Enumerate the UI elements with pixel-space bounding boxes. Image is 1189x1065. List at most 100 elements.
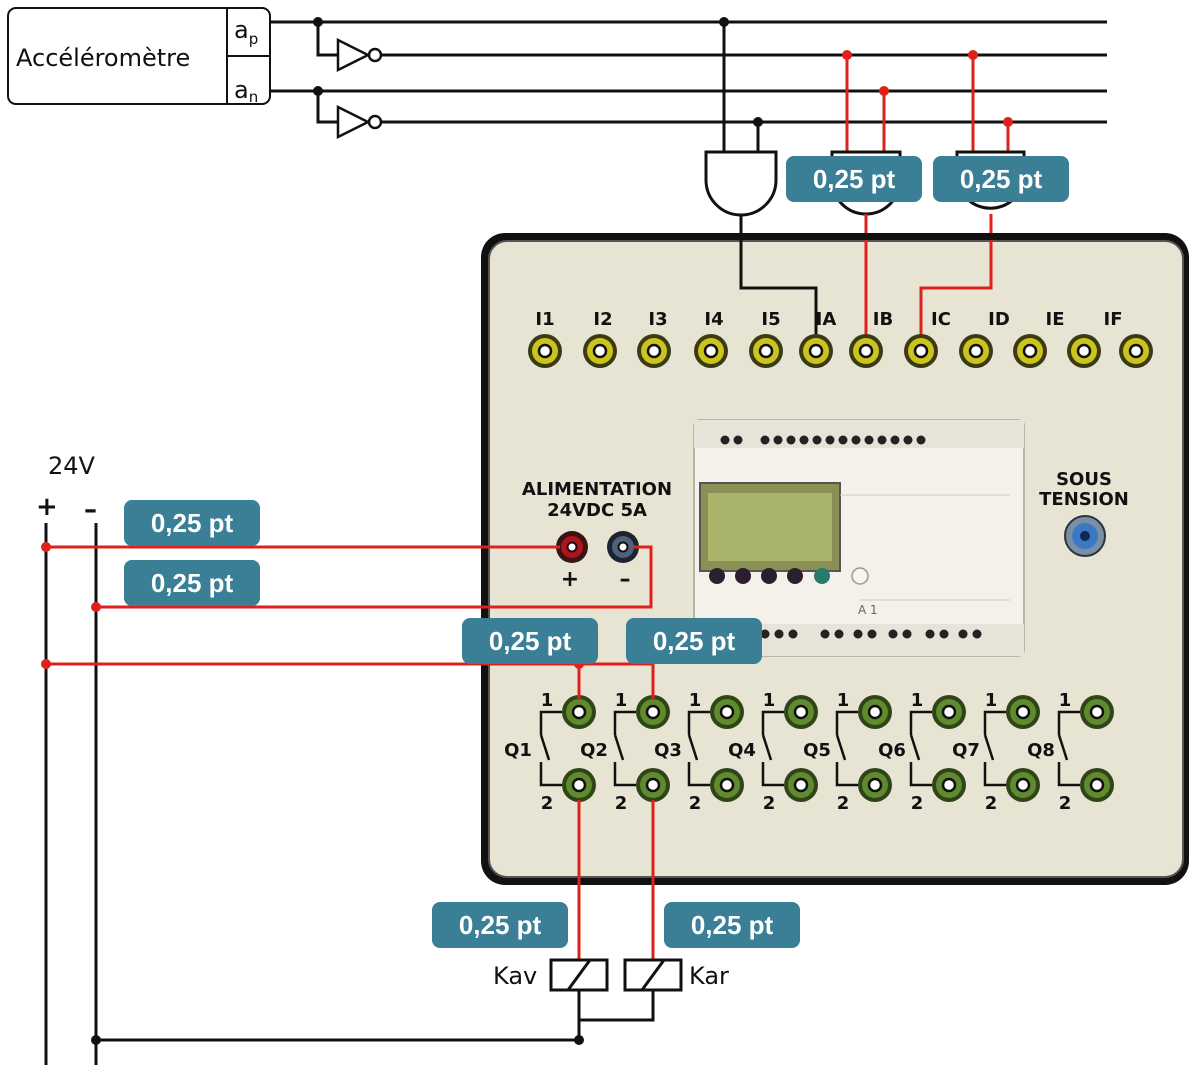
- contact-bottom-label: 2: [615, 793, 628, 814]
- score-badge: 0,25 pt: [664, 902, 800, 948]
- contact-top-label: 1: [615, 690, 628, 711]
- input-terminal-12: [1119, 334, 1153, 368]
- power-on-label-line2: TENSION: [1039, 489, 1129, 510]
- not-gate-an: [336, 104, 383, 140]
- output-contact-q7: 1 2 Q7: [952, 690, 1040, 814]
- input-label-ie: IE: [1046, 309, 1065, 330]
- output-label-q1: Q1: [504, 740, 532, 761]
- score-badge: 0,25 pt: [462, 618, 598, 664]
- input-label-i1: I1: [535, 309, 554, 330]
- power-terminal-minus: [607, 531, 639, 563]
- input-terminal-9: [959, 334, 993, 368]
- output-contact-q6: 1 2 Q6: [878, 690, 966, 814]
- accelerometer-label: Accéléromètre: [16, 44, 190, 72]
- input-terminal-11: [1067, 334, 1101, 368]
- input-terminal-2: [583, 334, 617, 368]
- input-terminal-3: [637, 334, 671, 368]
- contact-top-label: 1: [985, 690, 998, 711]
- input-terminals: I1 I2 I3 I4 I5 IA IB IC ID IE IF: [528, 309, 1153, 368]
- coil-kav-label: Kav: [493, 962, 537, 990]
- supply-voltage-label: 24V: [48, 452, 96, 480]
- output-label-q8: Q8: [1027, 740, 1055, 761]
- input-terminal-8: [904, 334, 938, 368]
- output-an-label: an: [234, 76, 258, 106]
- output-ap-label: ap: [234, 16, 258, 48]
- output-contact-q8: 1 2 Q8: [1027, 690, 1114, 814]
- output-contact-q1: 1 2 Q1: [504, 690, 596, 814]
- output-label-q2: Q2: [580, 740, 608, 761]
- score-badge-text: 0,25 pt: [653, 626, 736, 656]
- power-minus-sign: –: [620, 567, 631, 592]
- input-terminal-1: [528, 334, 562, 368]
- coil-kar: [623, 958, 683, 992]
- supply-plus-label: +: [36, 492, 58, 522]
- input-terminal-10: [1013, 334, 1047, 368]
- score-badge: 0,25 pt: [626, 618, 762, 664]
- contact-bottom-label: 2: [911, 793, 924, 814]
- input-label-i4: I4: [704, 309, 723, 330]
- power-on-indicator-lamp: [1064, 515, 1106, 557]
- logic-bus: [270, 20, 1107, 124]
- score-badge: 0,25 pt: [124, 500, 260, 546]
- contact-top-label: 1: [837, 690, 850, 711]
- input-label-ia: IA: [816, 309, 837, 330]
- input-label-i3: I3: [648, 309, 667, 330]
- output-label-q5: Q5: [803, 740, 831, 761]
- plc-module: A 1: [693, 419, 1025, 657]
- input-label-i2: I2: [593, 309, 612, 330]
- score-badges: 0,25 pt 0,25 pt 0,25 pt 0,25 pt 0,25 pt 0,25 …: [124, 156, 1069, 948]
- output-label-q4: Q4: [728, 740, 756, 761]
- score-badge-text: 0,25 pt: [960, 164, 1043, 194]
- score-badge-text: 0,25 pt: [489, 626, 572, 656]
- contact-bottom-label: 2: [541, 793, 554, 814]
- coil-kav: [549, 958, 609, 992]
- output-label-q7: Q7: [952, 740, 980, 761]
- score-badge-text: 0,25 pt: [459, 910, 542, 940]
- contact-bottom-label: 2: [689, 793, 702, 814]
- score-badge-text: 0,25 pt: [151, 568, 234, 598]
- contact-top-label: 1: [911, 690, 924, 711]
- output-contact-q5: 1 2 Q5: [803, 690, 892, 814]
- output-contact-q3: 1 2 Q3: [654, 690, 744, 814]
- score-badge-text: 0,25 pt: [813, 164, 896, 194]
- score-badge: 0,25 pt: [933, 156, 1069, 202]
- input-terminal-7: [849, 334, 883, 368]
- score-badge: 0,25 pt: [786, 156, 922, 202]
- plc-module-label: A 1: [858, 603, 878, 617]
- contact-bottom-label: 2: [1059, 793, 1072, 814]
- accelerometer-block: Accéléromètre ap an: [7, 7, 271, 106]
- coil-kar-label: Kar: [689, 962, 729, 990]
- input-terminal-4: [694, 334, 728, 368]
- contact-top-label: 1: [689, 690, 702, 711]
- power-terminal-plus: [556, 531, 588, 563]
- power-supply-label-line1: ALIMENTATION: [522, 479, 672, 500]
- score-badge: 0,25 pt: [124, 560, 260, 606]
- input-terminal-5: [749, 334, 783, 368]
- input-label-ib: IB: [873, 309, 893, 330]
- power-on-label-line1: SOUS: [1056, 469, 1112, 490]
- output-label-q6: Q6: [878, 740, 906, 761]
- contact-bottom-label: 2: [985, 793, 998, 814]
- not-gate-ap: [336, 37, 383, 73]
- contact-top-label: 1: [1059, 690, 1072, 711]
- score-badge: 0,25 pt: [432, 902, 568, 948]
- input-label-id: ID: [988, 309, 1010, 330]
- power-plus-sign: +: [561, 567, 579, 592]
- input-terminal-6: [799, 334, 833, 368]
- plc-module-screw-terminals: [720, 435, 982, 639]
- power-supply-label-line2: 24VDC 5A: [547, 500, 647, 521]
- contact-top-label: 1: [541, 690, 554, 711]
- input-label-if: IF: [1104, 309, 1123, 330]
- score-badge-text: 0,25 pt: [691, 910, 774, 940]
- contact-bottom-label: 2: [763, 793, 776, 814]
- contact-bottom-label: 2: [837, 793, 850, 814]
- score-badge-text: 0,25 pt: [151, 508, 234, 538]
- input-label-i5: I5: [761, 309, 780, 330]
- input-label-ic: IC: [931, 309, 951, 330]
- output-label-q3: Q3: [654, 740, 682, 761]
- output-contact-q2: 1 2 Q2: [580, 690, 670, 814]
- supply-minus-label: –: [84, 495, 97, 525]
